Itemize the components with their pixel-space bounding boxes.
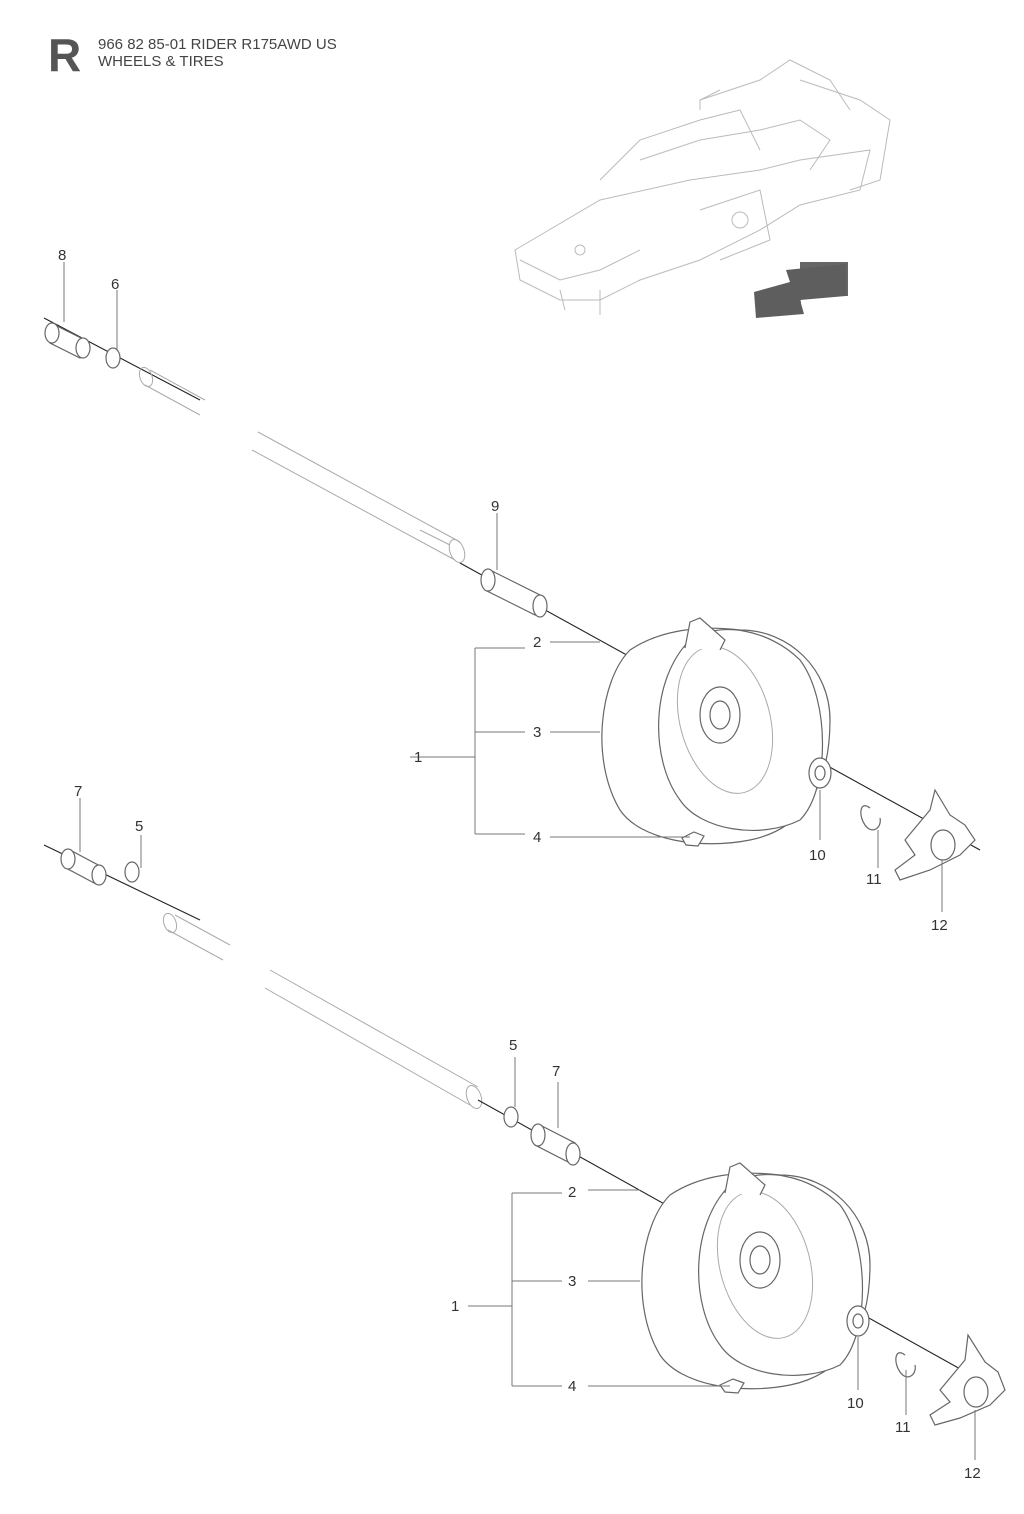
hubcap-part-12-lower — [929, 1333, 1006, 1426]
callout-11: 11 — [866, 871, 882, 888]
callout-3-lower: 3 — [568, 1273, 576, 1290]
bushing-part-9 — [480, 568, 548, 618]
callout-3: 3 — [533, 724, 541, 741]
lower-assembly: 7 5 5 7 2 3 1 4 10 11 12 — [43, 783, 1006, 1482]
direction-arrow-icon — [754, 262, 848, 318]
washer-part-5-lower — [503, 1106, 519, 1128]
callout-12-lower: 12 — [964, 1465, 981, 1482]
callout-8: 8 — [58, 247, 66, 264]
callout-4-lower: 4 — [568, 1378, 576, 1395]
callout-1-lower: 1 — [451, 1298, 459, 1315]
callout-10-lower: 10 — [847, 1395, 864, 1412]
callout-12: 12 — [931, 917, 948, 934]
section-letter: R — [48, 29, 82, 81]
callout-2: 2 — [533, 634, 541, 651]
bushing-part-7-lower — [530, 1123, 581, 1166]
rider-frame-locator-icon — [514, 59, 891, 315]
clip-part-11-lower — [895, 1352, 916, 1378]
section-title: WHEELS & TIRES — [98, 53, 224, 70]
bushing-part-8 — [44, 322, 91, 359]
valve-part-4-lower — [719, 1378, 745, 1394]
part-number-title: 966 82 85-01 RIDER R175AWD US — [98, 36, 337, 53]
callout-7: 7 — [74, 783, 82, 800]
washer-part-5 — [124, 861, 140, 883]
wheel-tire-part-1-lower — [641, 1162, 871, 1390]
callout-5-lower: 5 — [509, 1037, 517, 1054]
callout-10: 10 — [809, 847, 826, 864]
clip-part-11 — [860, 805, 881, 831]
callout-6: 6 — [111, 276, 119, 293]
callout-1: 1 — [414, 749, 422, 766]
hubcap-part-12 — [894, 788, 976, 881]
valve-part-4 — [681, 831, 705, 847]
header-text: 966 82 85-01 RIDER R175AWD US WHEELS & T… — [98, 36, 337, 70]
callout-7-lower: 7 — [552, 1063, 560, 1080]
callout-5: 5 — [135, 818, 143, 835]
callout-2-lower: 2 — [568, 1184, 576, 1201]
washer-part-6 — [105, 347, 121, 369]
upper-assembly: 8 6 9 2 3 1 4 10 11 12 — [43, 247, 981, 934]
wheel-tire-part-1 — [601, 617, 831, 845]
callout-4: 4 — [533, 829, 541, 846]
bushing-part-7 — [60, 848, 107, 886]
callout-11-lower: 11 — [895, 1419, 911, 1436]
callout-9: 9 — [491, 498, 499, 515]
